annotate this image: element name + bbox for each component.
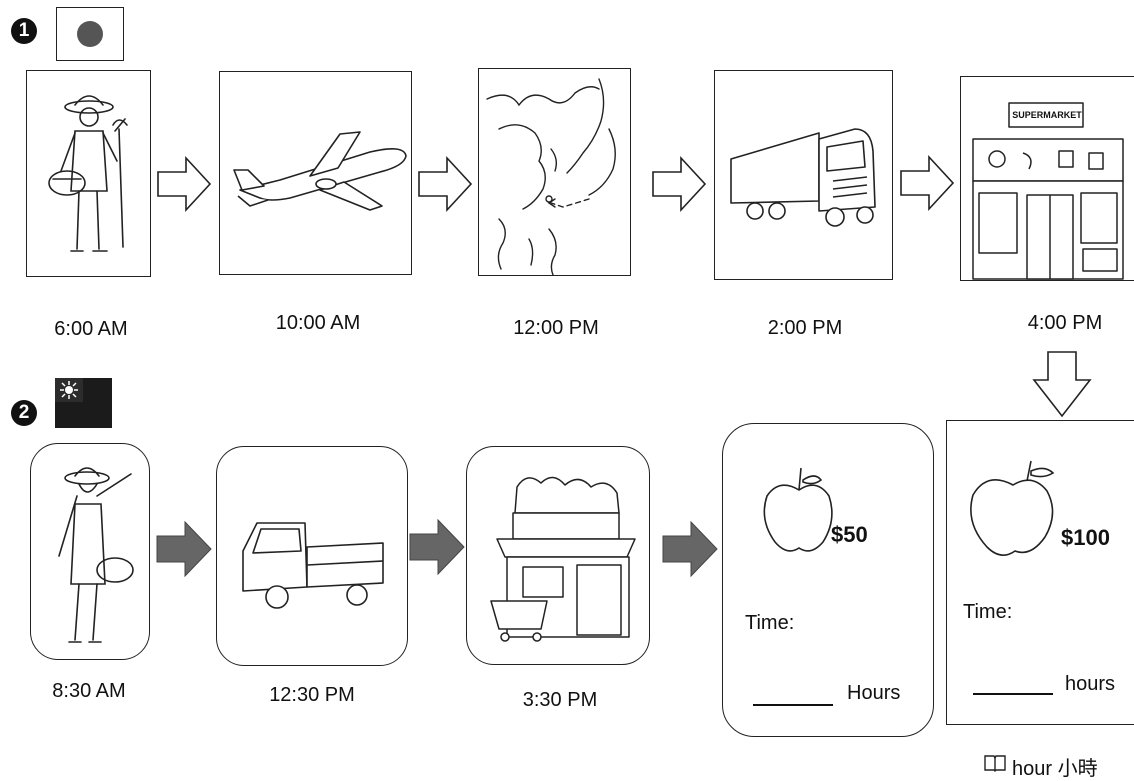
supermarket-panel: SUPERMARKET bbox=[960, 76, 1134, 281]
airplane-illustration bbox=[233, 131, 407, 211]
small-truck-panel bbox=[216, 446, 408, 666]
time-label-arrival: 12:00 PM bbox=[513, 317, 599, 339]
farmer-panel bbox=[26, 70, 151, 277]
time-label-farm: 6:00 AM bbox=[54, 318, 128, 340]
farmer-illustration bbox=[48, 95, 128, 252]
time-label-farm-2: 8:30 AM bbox=[52, 680, 126, 702]
unit-label-1: Hours bbox=[847, 682, 901, 704]
price-label-2: $100 bbox=[1061, 525, 1110, 550]
farmer-2-illustration bbox=[58, 467, 134, 643]
price-card-50: $50 Time: Hours bbox=[722, 423, 934, 737]
airplane-panel bbox=[219, 71, 412, 275]
farmer-2-panel bbox=[30, 443, 150, 660]
arrow-down-icon bbox=[1032, 351, 1092, 418]
flag-japan bbox=[56, 7, 124, 61]
book-icon bbox=[984, 755, 1006, 772]
arrow-right-icon bbox=[418, 155, 473, 213]
step-marker-2: 2 bbox=[11, 400, 37, 426]
map-panel bbox=[478, 68, 631, 276]
truck-panel bbox=[714, 70, 893, 280]
time-label-flight: 10:00 AM bbox=[275, 312, 361, 334]
time-label-truck: 2:00 PM bbox=[767, 317, 843, 339]
step-marker-1: 1 bbox=[11, 18, 37, 44]
hours-blank-2 bbox=[973, 693, 1053, 695]
arrow-right-filled-icon bbox=[409, 518, 465, 576]
flag-taiwan bbox=[55, 378, 112, 428]
apple-icon bbox=[763, 467, 833, 552]
glossary-note: hour 小時 bbox=[1012, 758, 1098, 780]
time-label-supermarket: 4:00 PM bbox=[1027, 312, 1103, 334]
price-card-100: $100 Time: hours bbox=[946, 420, 1134, 725]
arrow-right-filled-icon bbox=[662, 520, 718, 578]
time-label-1: Time: bbox=[745, 612, 795, 634]
map-illustration bbox=[486, 78, 616, 276]
flag-japan-circle bbox=[77, 21, 103, 47]
apple-icon bbox=[970, 460, 1055, 556]
time-label-2: Time: bbox=[963, 601, 1013, 623]
arrow-right-icon bbox=[652, 155, 707, 213]
arrow-right-icon bbox=[157, 155, 212, 213]
supermarket-illustration bbox=[972, 102, 1124, 280]
supermarket-sign: SUPERMARKET bbox=[1012, 110, 1082, 120]
price-label-1: $50 bbox=[831, 522, 868, 547]
truck-illustration bbox=[730, 128, 876, 227]
market-illustration bbox=[490, 476, 636, 642]
hours-blank-1 bbox=[753, 704, 833, 706]
arrow-right-filled-icon bbox=[156, 520, 212, 578]
small-truck-illustration bbox=[242, 522, 384, 609]
unit-label-2: hours bbox=[1065, 673, 1116, 695]
market-panel bbox=[466, 446, 650, 665]
sun-icon bbox=[60, 381, 78, 399]
arrow-right-icon bbox=[900, 154, 955, 212]
time-label-truck-2: 12:30 PM bbox=[269, 684, 355, 706]
time-label-market-2: 3:30 PM bbox=[522, 689, 598, 711]
